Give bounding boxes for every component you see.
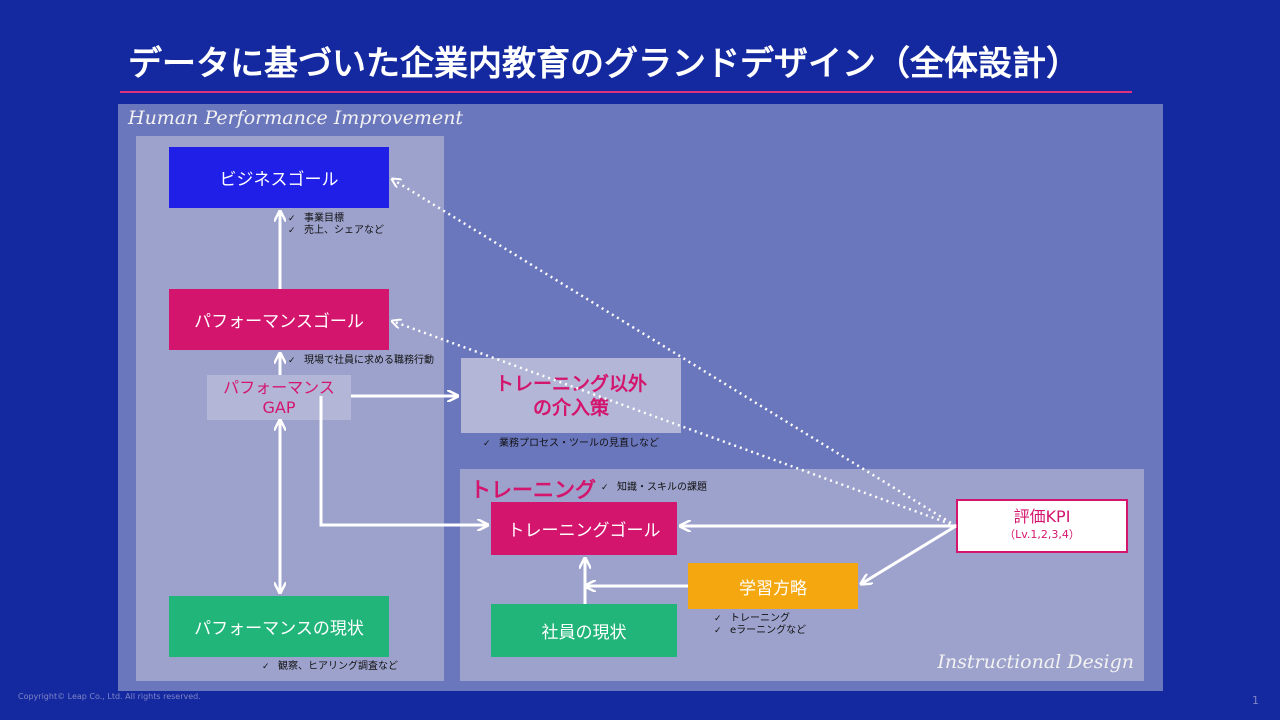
training-goal-label: トレーニングゴール bbox=[507, 521, 661, 541]
kpi-levels: （Lv.1,2,3,4） bbox=[1004, 528, 1080, 541]
dotted-kpi-to-business-goal bbox=[392, 179, 957, 528]
non-training-intervention-box: トレーニング以外 の介入策 bbox=[461, 358, 681, 433]
hpi-frame-label: Human Performance Improvement bbox=[128, 107, 464, 129]
non-training-label-1: トレーニング以外 bbox=[494, 372, 647, 395]
learning-strategy-notes: トレーニング eラーニングなど bbox=[714, 613, 806, 637]
page-title: データに基づいた企業内教育のグランドデザイン（全体設計） bbox=[128, 44, 1080, 84]
training-goal-box: トレーニングゴール bbox=[491, 502, 677, 555]
dotted-kpi-to-performance-goal bbox=[392, 321, 957, 528]
note-item: eラーニングなど bbox=[714, 625, 806, 637]
employee-current-label: 社員の現状 bbox=[541, 623, 627, 643]
note-item: 売上、シェアなど bbox=[288, 225, 384, 237]
performance-current-box: パフォーマンスの現状 bbox=[169, 596, 389, 657]
training-notes: 知識・スキルの課題 bbox=[601, 482, 707, 494]
performance-goal-box: パフォーマンスゴール bbox=[169, 289, 389, 350]
non-training-label-2: の介入策 bbox=[532, 396, 609, 419]
title-underline bbox=[120, 91, 1132, 93]
learning-strategy-box: 学習方略 bbox=[688, 563, 858, 609]
employee-current-box: 社員の現状 bbox=[491, 604, 677, 657]
training-section-label: トレーニング bbox=[470, 478, 596, 502]
note-item: 業務プロセス・ツールの見直しなど bbox=[483, 438, 659, 450]
business-goal-label: ビジネスゴール bbox=[219, 170, 339, 190]
copyright-text: Copyright© Leap Co., Ltd. All rights res… bbox=[18, 692, 201, 701]
business-goal-notes: 事業目標 売上、シェアなど bbox=[288, 213, 384, 237]
performance-gap-label-2: GAP bbox=[262, 397, 296, 417]
note-item: 事業目標 bbox=[288, 213, 384, 225]
performance-current-notes: 観察、ヒアリング調査など bbox=[262, 661, 398, 673]
page-number: 1 bbox=[1252, 694, 1259, 707]
arrow-kpi-to-learning-strategy bbox=[861, 524, 957, 584]
instructional-design-label: Instructional Design bbox=[937, 651, 1134, 673]
note-item: トレーニング bbox=[714, 613, 806, 625]
performance-gap-box: パフォーマンス GAP bbox=[207, 375, 351, 420]
note-item: 知識・スキルの課題 bbox=[601, 482, 707, 494]
non-training-notes: 業務プロセス・ツールの見直しなど bbox=[483, 438, 659, 450]
kpi-title: 評価KPI bbox=[1013, 507, 1071, 526]
arrow-gap-to-training-goal bbox=[319, 396, 488, 525]
note-item: 現場で社員に求める職務行動 bbox=[288, 355, 434, 367]
performance-goal-label: パフォーマンスゴール bbox=[194, 312, 364, 332]
performance-goal-notes: 現場で社員に求める職務行動 bbox=[288, 355, 434, 367]
performance-gap-label-1: パフォーマンス bbox=[223, 377, 335, 397]
evaluation-kpi-box: 評価KPI （Lv.1,2,3,4） bbox=[956, 499, 1128, 553]
business-goal-box: ビジネスゴール bbox=[169, 147, 389, 208]
learning-strategy-label: 学習方略 bbox=[739, 578, 807, 599]
performance-current-label: パフォーマンスの現状 bbox=[194, 619, 364, 639]
note-item: 観察、ヒアリング調査など bbox=[262, 661, 398, 673]
